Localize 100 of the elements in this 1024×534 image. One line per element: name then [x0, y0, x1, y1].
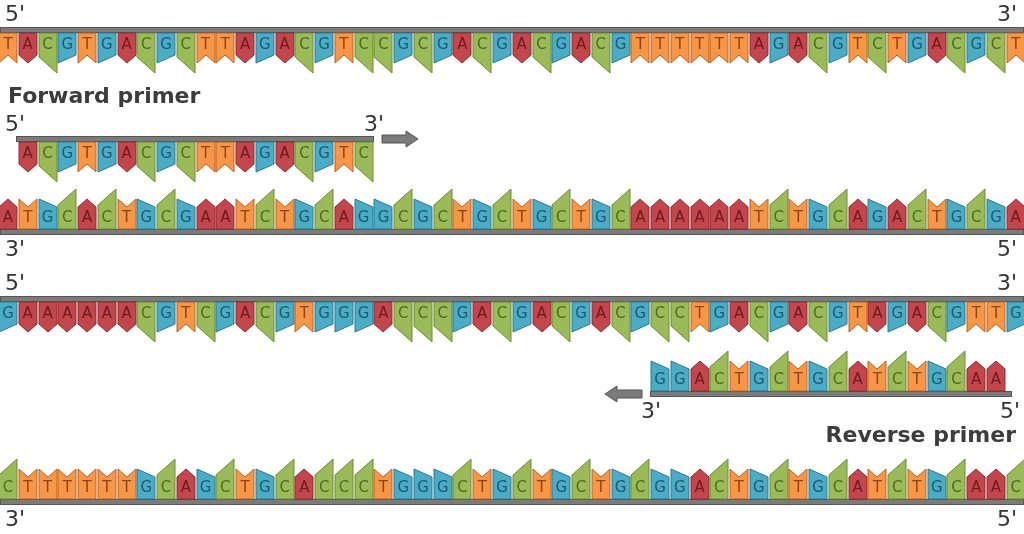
- strand-end-label: 5': [5, 3, 26, 25]
- nucleotide-tag: A: [78, 199, 97, 229]
- nucleotide-tag: G: [907, 33, 926, 63]
- nucleotide-tag: T: [512, 199, 531, 229]
- nucleotide-tag: A: [532, 302, 551, 332]
- nucleotide-tag: T: [216, 33, 235, 63]
- nucleotide-tag: T: [907, 469, 926, 499]
- nucleotide-tag: G: [334, 302, 353, 332]
- nucleotide-tag: C: [769, 189, 788, 229]
- nucleotide-tag: G: [413, 199, 432, 229]
- nucleotide-tag: A: [38, 302, 57, 332]
- nucleotide-tag: A: [749, 33, 768, 63]
- nucleotide-tag: C: [97, 189, 116, 229]
- nucleotide-tag: G: [157, 302, 176, 332]
- nucleotide-tag: A: [18, 142, 37, 172]
- nucleotide-tag: G: [749, 469, 768, 499]
- nucleotide-tag: C: [354, 459, 373, 499]
- nucleotide-tag: A: [848, 361, 867, 391]
- nucleotide-tag: G: [670, 469, 689, 499]
- nucleotide-tag: C: [394, 302, 413, 342]
- nucleotide-tag: A: [848, 199, 867, 229]
- nucleotide-tag: C: [591, 33, 610, 73]
- nucleotide-tag: G: [651, 361, 670, 391]
- nucleotide-tag: C: [552, 302, 571, 342]
- nucleotide-tag: A: [275, 33, 294, 63]
- nucleotide-tag: T: [690, 33, 709, 63]
- strand-end-label: 3': [641, 400, 662, 422]
- nucleotide-tag: A: [888, 199, 907, 229]
- nucleotide-tag: A: [987, 469, 1005, 499]
- nucleotide-tag: C: [413, 302, 432, 342]
- nucleotide-tag: C: [947, 33, 966, 73]
- nucleotide-tag: G: [354, 199, 373, 229]
- nucleotide-tag: G: [157, 33, 176, 63]
- nucleotide-tag: G: [315, 33, 334, 63]
- nucleotide-tag: T: [670, 33, 689, 63]
- nucleotide-tag: C: [354, 33, 373, 73]
- nucleotide-tag: C: [157, 459, 176, 499]
- nucleotide-tag: G: [255, 142, 274, 172]
- nucleotide-tag: T: [967, 302, 986, 332]
- nucleotide-tag: C: [828, 189, 847, 229]
- strand-end-label: 3': [997, 272, 1018, 294]
- nucleotide-tag: T: [789, 361, 808, 391]
- nucleotide-tag: C: [670, 302, 689, 342]
- nucleotide-tag: C: [216, 459, 235, 499]
- strand-end-label: 3': [5, 508, 26, 530]
- nucleotide-tag: T: [868, 361, 887, 391]
- nucleotide-tag: G: [947, 302, 966, 332]
- nucleotide-tag: C: [828, 351, 847, 391]
- nucleotide-tag: G: [493, 469, 511, 499]
- nucleotide-tag: C: [907, 189, 926, 229]
- nucleotide-tag: T: [730, 33, 749, 63]
- primer-heading: Forward primer: [8, 84, 201, 108]
- nucleotide-tag: G: [433, 33, 452, 63]
- nucleotide-tag: C: [769, 459, 788, 499]
- nucleotide-tag: T: [789, 199, 808, 229]
- nucleotide-tag: C: [176, 142, 195, 182]
- nucleotide-tag: T: [97, 469, 116, 499]
- nucleotide-tag: C: [473, 33, 492, 73]
- nucleotide-tag: C: [295, 142, 314, 182]
- nucleotide-tag: C: [888, 351, 907, 391]
- nucleotide-tag: C: [433, 302, 452, 342]
- nucleotide-tag: G: [315, 302, 334, 332]
- nucleotide-tag: G: [255, 469, 274, 499]
- strand-end-label: 5': [5, 113, 26, 135]
- nucleotide-tag: A: [236, 302, 255, 332]
- nucleotide-tag: A: [236, 142, 255, 172]
- nucleotide-tag: C: [809, 33, 828, 73]
- nucleotide-tag: C: [987, 33, 1005, 73]
- nucleotide-tag: T: [196, 142, 215, 172]
- nucleotide-tag: G: [967, 33, 986, 63]
- nucleotide-tag: T: [749, 199, 768, 229]
- nucleotide-tag: G: [216, 302, 235, 332]
- nucleotide-tag: C: [255, 302, 274, 342]
- nucleotide-tag: A: [334, 199, 353, 229]
- nucleotide-tag: T: [78, 33, 97, 63]
- nucleotide-tag: G: [868, 199, 887, 229]
- nucleotide-tag: C: [947, 459, 966, 499]
- nucleotide-tag: G: [394, 33, 413, 63]
- nucleotide-tag: T: [374, 469, 393, 499]
- nucleotide-tag: C: [433, 189, 452, 229]
- nucleotide-tag: C: [275, 459, 294, 499]
- nucleotide-tag: G: [176, 199, 195, 229]
- nucleotide-tag: G: [275, 302, 294, 332]
- nucleotide-tag: C: [532, 33, 551, 73]
- nucleotide-tag: A: [176, 469, 195, 499]
- nucleotide-tag: G: [97, 142, 116, 172]
- nucleotide-tag: G: [769, 33, 788, 63]
- nucleotide-tag: C: [394, 189, 413, 229]
- nucleotide-tag: G: [809, 469, 828, 499]
- nucleotide-tag: T: [532, 469, 551, 499]
- nucleotide-tag: G: [354, 302, 373, 332]
- nucleotide-tag: A: [512, 33, 531, 63]
- nucleotide-tag: A: [78, 302, 97, 332]
- nucleotide-tag: G: [927, 361, 946, 391]
- nucleotide-tag: T: [18, 199, 37, 229]
- nucleotide-tag: A: [18, 33, 37, 63]
- nucleotide-tag: T: [18, 469, 37, 499]
- nucleotide-tag: C: [0, 459, 17, 499]
- nucleotide-tag: C: [493, 189, 511, 229]
- nucleotide-tag: C: [631, 459, 650, 499]
